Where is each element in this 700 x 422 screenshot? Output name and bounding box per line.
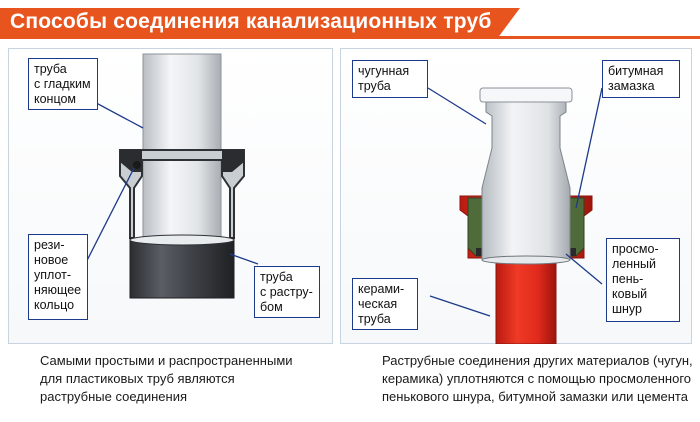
label-tarred-cord: просмо- ленный пень- ковый шнур (606, 238, 680, 322)
label-ceramic-pipe: керами- ческая труба (352, 278, 418, 330)
cast-iron-pipe (481, 97, 571, 261)
label-cast-iron-pipe: чугунная труба (352, 60, 428, 98)
title-band (0, 8, 520, 36)
pipe-end-edge (129, 234, 235, 246)
rubber-seal-right (222, 150, 244, 172)
page-title: Способы соединения канализационных труб (10, 10, 492, 33)
right-panel-castiron-ceramic-joint: чугунная труба битумная замазка керами- … (340, 48, 692, 344)
label-bitumen-seal: битумная замазка (602, 60, 680, 98)
title-underline (0, 36, 700, 39)
left-caption: Самыми простыми и распространенными для … (40, 353, 293, 404)
label-socket-pipe: труба с растру- бом (254, 266, 320, 318)
left-panel-plastic-joint: труба с гладким концом рези- новое уплот… (8, 48, 333, 344)
label-rubber-seal: рези- новое уплот- няющее кольцо (28, 234, 88, 320)
plastic-socket-joint-illustration (71, 53, 259, 299)
title-bar: Способы соединения канализационных труб (0, 0, 700, 40)
socket-pipe-lower (129, 237, 235, 299)
ceramic-pipe (495, 257, 557, 344)
castiron-ceramic-joint-illustration (427, 87, 603, 344)
cast-iron-pipe-end (481, 255, 571, 265)
label-smooth-pipe: труба с гладким концом (28, 58, 98, 110)
right-caption: Раструбные соединения других материалов … (382, 353, 693, 404)
cast-iron-pipe-rim (479, 87, 573, 103)
smooth-pipe (142, 53, 222, 241)
seal-ring-dot (133, 161, 141, 169)
